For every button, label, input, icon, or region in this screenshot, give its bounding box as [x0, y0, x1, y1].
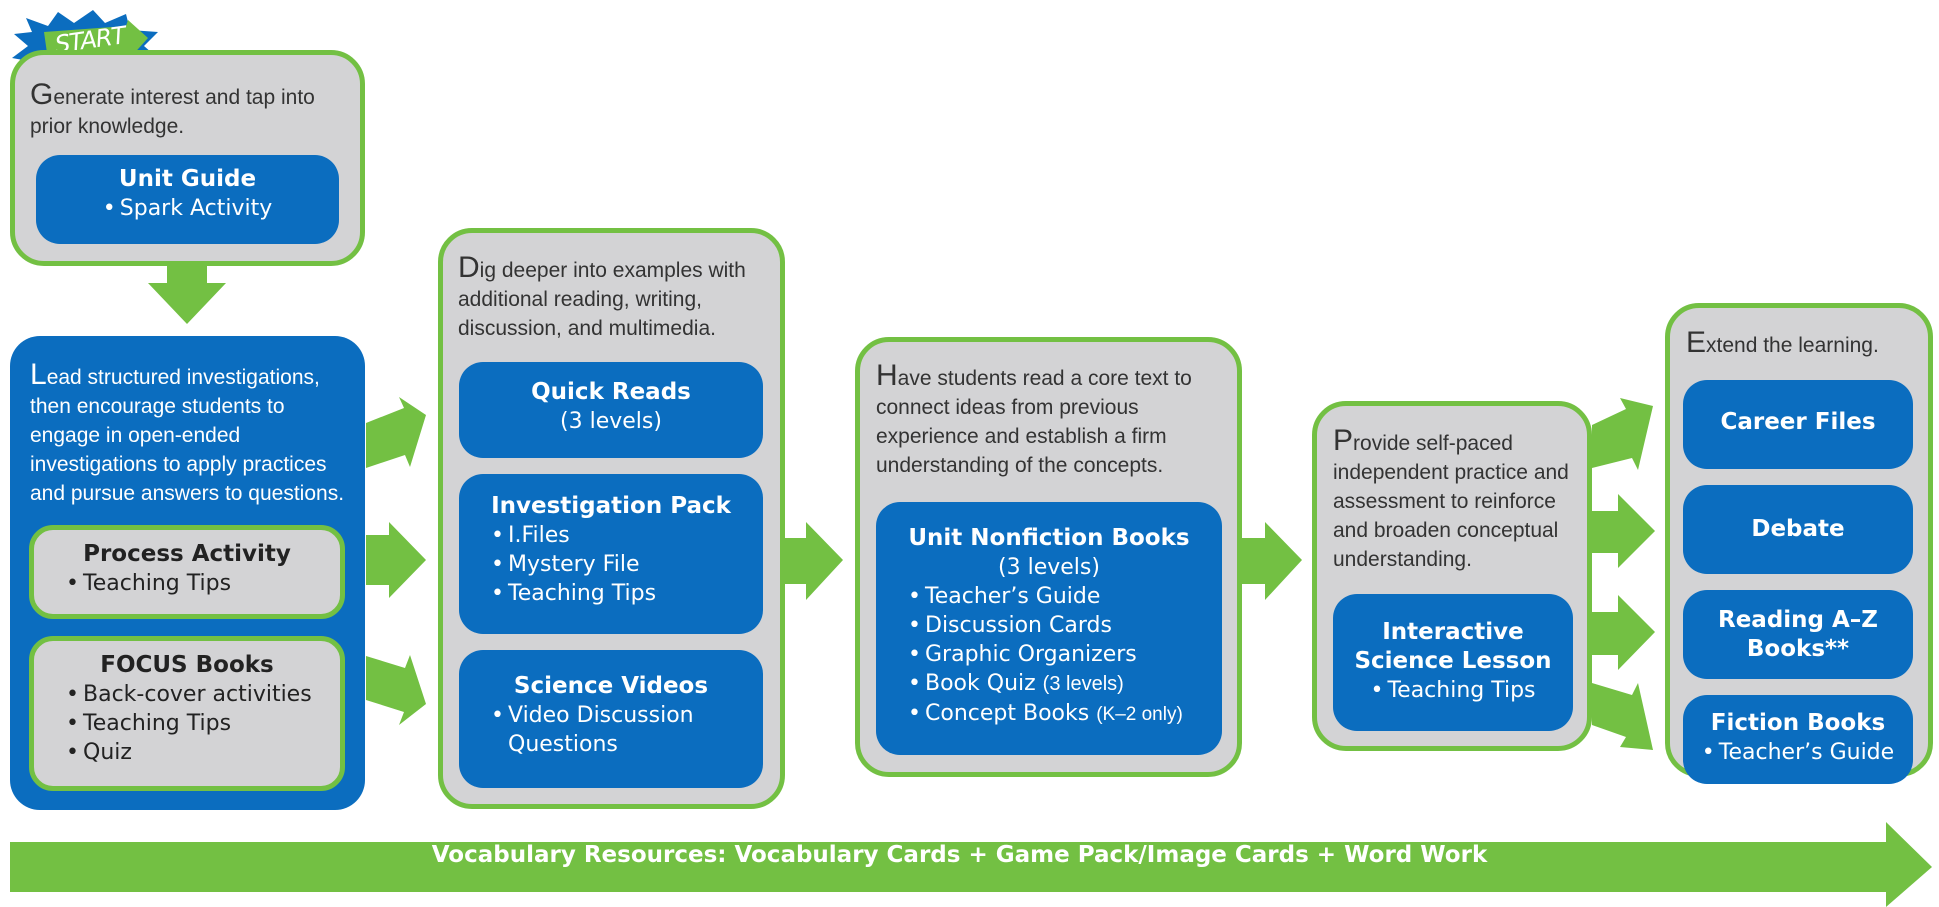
reading-a-z-books-box[interactable]: Reading A–Z Books**: [1683, 590, 1913, 679]
concept-books-label: Concept Books: [925, 701, 1090, 726]
arrow-right-5: [1242, 522, 1302, 600]
step5-intro-initial: P: [1333, 424, 1354, 457]
fiction-books-item: Teacher’s Guide: [1702, 738, 1894, 767]
focus-books-title: FOCUS Books: [100, 652, 274, 678]
step2-intro: Lead structured investigations, then enc…: [30, 360, 358, 508]
fiction-books-box[interactable]: Fiction Books Teacher’s Guide: [1683, 695, 1913, 784]
book-quiz-note: (3 levels): [1042, 673, 1124, 695]
arrow-right-8: [1592, 595, 1655, 670]
career-files-box[interactable]: Career Files: [1683, 380, 1913, 469]
arrow-right-7: [1592, 494, 1655, 568]
unit-nonfiction-books-item: Discussion Cards: [908, 611, 1222, 640]
investigation-pack-box[interactable]: Investigation Pack I.Files Mystery File …: [459, 474, 763, 634]
unit-nonfiction-books-box[interactable]: Unit Nonfiction Books (3 levels) Teacher…: [876, 502, 1222, 755]
arrow-right-1: [366, 397, 426, 468]
arrow-right-6: [1592, 398, 1653, 470]
unit-guide-title: Unit Guide: [118, 166, 257, 192]
step3-intro: Dig deeper into examples with additional…: [458, 253, 773, 343]
step5-intro: Provide self-paced independent practice …: [1333, 426, 1583, 574]
debate-box[interactable]: Debate: [1683, 485, 1913, 574]
step1-intro: Generate interest and tap into prior kno…: [30, 80, 350, 141]
arrow-right-2: [366, 522, 426, 598]
unit-guide-box[interactable]: Unit Guide Spark Activity: [36, 155, 339, 244]
unit-nonfiction-books-item: Graphic Organizers: [908, 640, 1222, 669]
unit-guide-item: Spark Activity: [103, 194, 272, 223]
process-activity-box[interactable]: Process Activity Teaching Tips: [29, 525, 345, 619]
step1-intro-initial: G: [30, 78, 54, 111]
focus-books-box[interactable]: FOCUS Books Back-cover activities Teachi…: [29, 636, 345, 791]
science-videos-title: Science Videos: [513, 673, 709, 699]
quick-reads-box[interactable]: Quick Reads (3 levels): [459, 362, 763, 458]
step3-intro-text: ig deeper into examples with additional …: [458, 259, 746, 340]
science-videos-item: Video Discussion Questions: [491, 701, 743, 759]
step5-intro-text: rovide self-paced independent practice a…: [1333, 432, 1569, 571]
arrow-right-4: [783, 522, 843, 600]
focus-books-item: Back-cover activities: [66, 680, 340, 709]
unit-nonfiction-books-subtitle: (3 levels): [998, 555, 1100, 580]
investigation-pack-item: Teaching Tips: [491, 579, 763, 608]
reading-a-z-books-title: Reading A–Z Books**: [1717, 607, 1878, 662]
arrow-right-9: [1592, 683, 1653, 750]
vocabulary-bar-arrow: [10, 822, 1932, 907]
focus-books-item: Teaching Tips: [66, 709, 340, 738]
unit-nonfiction-books-item: Teacher’s Guide: [908, 582, 1222, 611]
step4-intro-initial: H: [876, 359, 898, 392]
investigation-pack-title: Investigation Pack: [491, 493, 731, 519]
step6-intro: Extend the learning.: [1686, 328, 1926, 360]
book-quiz-label: Book Quiz: [925, 671, 1036, 696]
interactive-science-lesson-box[interactable]: Interactive Science Lesson Teaching Tips: [1333, 594, 1573, 731]
vocabulary-bar-label: Vocabulary Resources: Vocabulary Cards +…: [431, 842, 1488, 868]
arrow-right-3: [366, 655, 426, 725]
step1-intro-text: enerate interest and tap into prior know…: [30, 86, 315, 138]
career-files-title: Career Files: [1720, 409, 1876, 435]
step2-intro-text: ead structured investigations, then enco…: [30, 366, 345, 505]
investigation-pack-item: Mystery File: [491, 550, 763, 579]
focus-books-item: Quiz: [66, 738, 340, 767]
debate-title: Debate: [1751, 516, 1845, 542]
unit-nonfiction-books-item: Book Quiz (3 levels): [908, 669, 1222, 699]
unit-nonfiction-books-title: Unit Nonfiction Books: [908, 525, 1190, 551]
step6-intro-initial: E: [1686, 326, 1707, 359]
step4-intro: Have students read a core text to connec…: [876, 361, 1206, 480]
quick-reads-subtitle: (3 levels): [560, 409, 662, 434]
step6-intro-text: xtend the learning.: [1706, 334, 1879, 357]
interactive-science-lesson-item: Teaching Tips: [1370, 676, 1535, 705]
unit-nonfiction-books-item: Concept Books (K–2 only): [908, 699, 1222, 729]
process-activity-item: Teaching Tips: [66, 569, 340, 598]
quick-reads-title: Quick Reads: [531, 379, 691, 405]
process-activity-title: Process Activity: [83, 541, 291, 567]
step4-intro-text: ave students read a core text to connect…: [876, 367, 1192, 477]
step2-intro-initial: L: [30, 358, 47, 391]
investigation-pack-item: I.Files: [491, 521, 763, 550]
fiction-books-title: Fiction Books: [1710, 710, 1886, 736]
concept-books-note: (K–2 only): [1096, 704, 1183, 725]
step3-intro-initial: D: [458, 251, 480, 284]
science-videos-box[interactable]: Science Videos Video Discussion Question…: [459, 650, 763, 788]
interactive-science-lesson-title: Interactive Science Lesson: [1354, 619, 1552, 674]
down-arrow: [148, 262, 226, 324]
